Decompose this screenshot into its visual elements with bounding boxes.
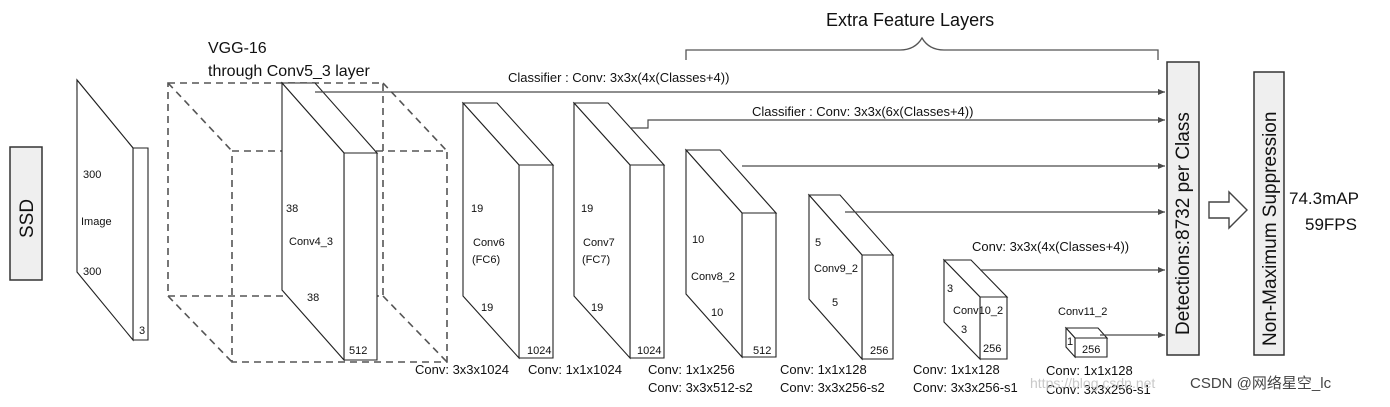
conv11-2-block: Conv11_2 1 256 xyxy=(1058,306,1109,359)
conv10-2-channel-label: 256 xyxy=(983,343,1001,355)
bottom-label-conv8b: Conv: 3x3x512-s2 xyxy=(648,380,753,395)
faint-watermark: https://blog.csdn.net xyxy=(1030,375,1155,391)
conv9-2-block: 5 Conv9_2 5 256 xyxy=(807,193,895,361)
fps-metric: 59FPS xyxy=(1305,215,1357,234)
conv10-2-block: 3 Conv10_2 3 256 xyxy=(942,258,1009,361)
bottom-label-conv11a: Conv: 1x1x128 xyxy=(1046,363,1133,378)
conv7-label: Conv7 xyxy=(583,237,615,249)
classifier-small-label: Conv: 3x3x(4x(Classes+4)) xyxy=(972,239,1129,254)
conv4-3-block: 38 Conv4_3 38 512 xyxy=(280,81,379,362)
conv9-2-label: Conv9_2 xyxy=(814,263,858,275)
conv4-3-channel-label: 512 xyxy=(349,345,367,357)
conv6-height-label: 19 xyxy=(471,203,483,215)
image-label: Image xyxy=(81,216,112,228)
classifier-mid-label: Classifier : Conv: 3x3x(6x(Classes+4)) xyxy=(752,104,973,119)
ssd-label-box: SSD xyxy=(9,146,43,281)
ssd-label: SSD xyxy=(17,199,38,238)
conv4-3-label: Conv4_3 xyxy=(289,236,333,248)
arrow-conv7 xyxy=(630,117,1165,129)
bottom-label-conv8a: Conv: 1x1x256 xyxy=(648,362,735,377)
conv8-2-height-label: 10 xyxy=(692,234,704,246)
conv6-width-label: 19 xyxy=(481,302,493,314)
extra-feature-layers-brace: Extra Feature Layers xyxy=(685,10,1159,60)
conv11-2-label: Conv11_2 xyxy=(1058,306,1107,318)
detector-connections: Classifier : Conv: 3x3x(4x(Classes+4)) C… xyxy=(315,70,1165,338)
conv8-2-label: Conv8_2 xyxy=(691,271,735,283)
conv8-2-channel-label: 512 xyxy=(753,345,771,357)
nms-label: Non-Maximum Suppression xyxy=(1260,112,1281,346)
bottom-layer-labels: Conv: 3x3x1024 Conv: 1x1x1024 Conv: 1x1x… xyxy=(415,362,1151,397)
conv10-2-width-label: 3 xyxy=(961,324,967,336)
conv8-2-block: 10 Conv8_2 10 512 xyxy=(684,148,778,359)
detections-box: Detections:8732 per Class xyxy=(1166,61,1200,356)
bottom-label-conv10a: Conv: 1x1x128 xyxy=(913,362,1000,377)
bottom-label-conv11b: Conv: 3x3x256-s1 xyxy=(1046,382,1151,397)
conv4-3-height-label: 38 xyxy=(286,203,298,215)
vgg16-label-line2: through Conv5_3 layer xyxy=(208,63,371,80)
classifier-top-label: Classifier : Conv: 3x3x(4x(Classes+4)) xyxy=(508,70,729,85)
conv6-label: Conv6 xyxy=(473,237,505,249)
conv8-2-width-label: 10 xyxy=(711,307,723,319)
image-channel-label: 3 xyxy=(139,325,145,337)
image-input-block: 300 Image 300 3 xyxy=(76,78,149,342)
conv11-2-channel-label: 256 xyxy=(1082,344,1100,356)
image-height-label: 300 xyxy=(83,169,101,181)
extra-feature-layers-label: Extra Feature Layers xyxy=(826,10,994,30)
conv10-2-height-label: 3 xyxy=(947,283,953,295)
conv9-2-channel-label: 256 xyxy=(870,345,888,357)
bottom-label-conv9a: Conv: 1x1x128 xyxy=(780,362,867,377)
map-metric: 74.3mAP xyxy=(1289,189,1359,208)
bottom-label-conv6: Conv: 3x3x1024 xyxy=(415,362,509,377)
conv6-block: 19 Conv6 (FC6) 19 1024 xyxy=(461,101,555,360)
conv11-2-height-label: 1 xyxy=(1067,336,1073,348)
nms-box: Non-Maximum Suppression xyxy=(1253,71,1285,356)
conv7-sublabel: (FC7) xyxy=(582,254,610,266)
vgg16-dashed-block: VGG-16 through Conv5_3 layer xyxy=(167,40,448,363)
conv7-width-label: 19 xyxy=(591,302,603,314)
conv7-height-label: 19 xyxy=(581,203,593,215)
conv4-3-width-label: 38 xyxy=(307,292,319,304)
csdn-watermark: CSDN @网络星空_lc xyxy=(1190,375,1332,392)
conv9-2-width-label: 5 xyxy=(832,297,838,309)
bottom-label-conv10b: Conv: 3x3x256-s1 xyxy=(913,380,1018,395)
hollow-arrow-icon xyxy=(1208,190,1248,230)
bottom-label-conv7: Conv: 1x1x1024 xyxy=(528,362,622,377)
conv6-sublabel: (FC6) xyxy=(472,254,500,266)
conv6-channel-label: 1024 xyxy=(527,345,551,357)
vgg16-label-line1: VGG-16 xyxy=(208,40,267,57)
conv7-channel-label: 1024 xyxy=(637,345,661,357)
bottom-label-conv9b: Conv: 3x3x256-s2 xyxy=(780,380,885,395)
detections-label: Detections:8732 per Class xyxy=(1173,112,1194,335)
conv9-2-height-label: 5 xyxy=(815,237,821,249)
image-width-label: 300 xyxy=(83,266,101,278)
conv7-block: 19 Conv7 (FC7) 19 1024 xyxy=(572,101,666,360)
conv10-2-label: Conv10_2 xyxy=(953,305,1003,317)
